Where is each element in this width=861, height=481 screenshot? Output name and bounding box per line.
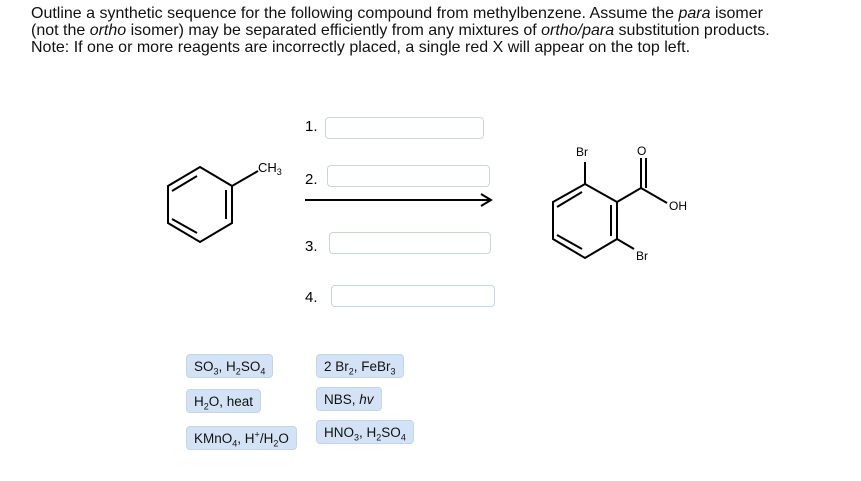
step-number-2: 2. — [305, 171, 318, 188]
step-3-dropzone[interactable] — [329, 232, 491, 254]
step-2-dropzone[interactable] — [327, 165, 490, 187]
question-line-1: Outline a synthetic sequence for the fol… — [31, 5, 763, 22]
hydroxyl-label: OH — [669, 199, 687, 213]
methyl-label: CH3 — [258, 160, 282, 177]
reagent-so3-h2so4[interactable]: SO3, H2SO4 — [186, 354, 274, 378]
reagent-kmno4[interactable]: KMnO4, H+/H2O — [186, 426, 297, 450]
reagent-nbs-hv[interactable]: NBS, hv — [316, 387, 382, 411]
question-line-3: Note: If one or more reagents are incorr… — [31, 39, 691, 56]
reagent-br2-febr3[interactable]: 2 Br2, FeBr3 — [316, 354, 404, 378]
product-molecule: Br O OH Br — [530, 140, 710, 280]
question-text: Outline a synthetic sequence for the fol… — [31, 5, 851, 56]
step-number-1: 1. — [305, 118, 318, 135]
reaction-arrow — [305, 193, 493, 207]
start-molecule-methylbenzene: CH3 — [160, 150, 300, 250]
carbonyl-oxygen-label: O — [637, 144, 646, 158]
question-line-2: (not the ortho isomer) may be separated … — [31, 22, 770, 39]
reagent-h2o-heat[interactable]: H2O, heat — [186, 389, 262, 413]
step-number-4: 4. — [305, 289, 318, 306]
step-number-3: 3. — [305, 238, 318, 255]
bromine-top-label: Br — [576, 145, 588, 159]
bromine-bottom-label: Br — [636, 249, 648, 263]
reagent-hno3-h2so4[interactable]: HNO3, H2SO4 — [316, 420, 414, 444]
step-4-dropzone[interactable] — [331, 285, 495, 307]
step-1-dropzone[interactable] — [325, 117, 484, 139]
